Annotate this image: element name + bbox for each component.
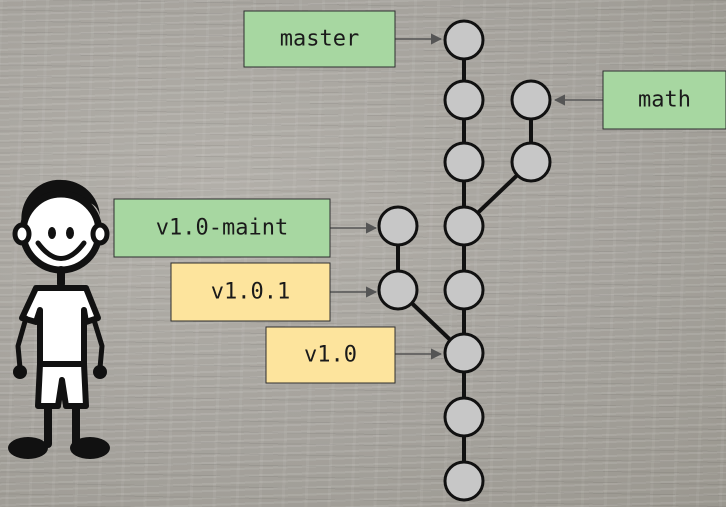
- shirt: [19, 285, 101, 369]
- ear-left: [12, 222, 32, 246]
- eye-right: [66, 227, 74, 239]
- pointer-arrows: [330, 33, 603, 360]
- tag-label-v1-0-1[interactable]: v1.0.1: [170, 262, 331, 322]
- commits: [377, 19, 552, 502]
- foot-right: [70, 437, 110, 459]
- stick-figure-person-icon: [8, 179, 110, 459]
- arm-right: [91, 317, 105, 371]
- eye-left: [48, 227, 56, 239]
- hand-right: [93, 365, 107, 379]
- commit-v1-0[interactable]: [443, 332, 485, 374]
- shorts: [35, 361, 89, 409]
- commit-math-2[interactable]: [510, 141, 552, 183]
- commit-v1-0-1[interactable]: [377, 269, 419, 311]
- commit-main-2[interactable]: [443, 79, 485, 121]
- tag-label-v1-0[interactable]: v1.0: [265, 326, 396, 384]
- commit-main-4[interactable]: [443, 205, 485, 247]
- branch-label-master[interactable]: master: [243, 10, 396, 68]
- branch-label-master-text: master: [280, 27, 359, 52]
- tag-label-v1-0-text: v1.0: [304, 343, 357, 368]
- commit-main-7[interactable]: [443, 396, 485, 438]
- hair: [21, 179, 100, 226]
- commit-maint-head[interactable]: [377, 205, 419, 247]
- tag-label-v1-0-1-text: v1.0.1: [211, 280, 290, 305]
- commit-master-head[interactable]: [443, 19, 485, 61]
- arm-left: [15, 315, 29, 371]
- commit-main-3[interactable]: [443, 141, 485, 183]
- commit-main-5[interactable]: [443, 269, 485, 311]
- hand-left: [13, 365, 27, 379]
- foot-left: [8, 437, 48, 459]
- branch-label-maint[interactable]: v1.0-maint: [113, 198, 331, 258]
- commit-math-head[interactable]: [510, 79, 552, 121]
- ear-right: [90, 222, 110, 246]
- commit-main-8[interactable]: [443, 460, 485, 502]
- branch-label-maint-text: v1.0-maint: [156, 216, 288, 241]
- branch-label-math[interactable]: math: [602, 70, 726, 130]
- smile: [35, 240, 87, 261]
- branch-label-math-text: math: [638, 88, 691, 113]
